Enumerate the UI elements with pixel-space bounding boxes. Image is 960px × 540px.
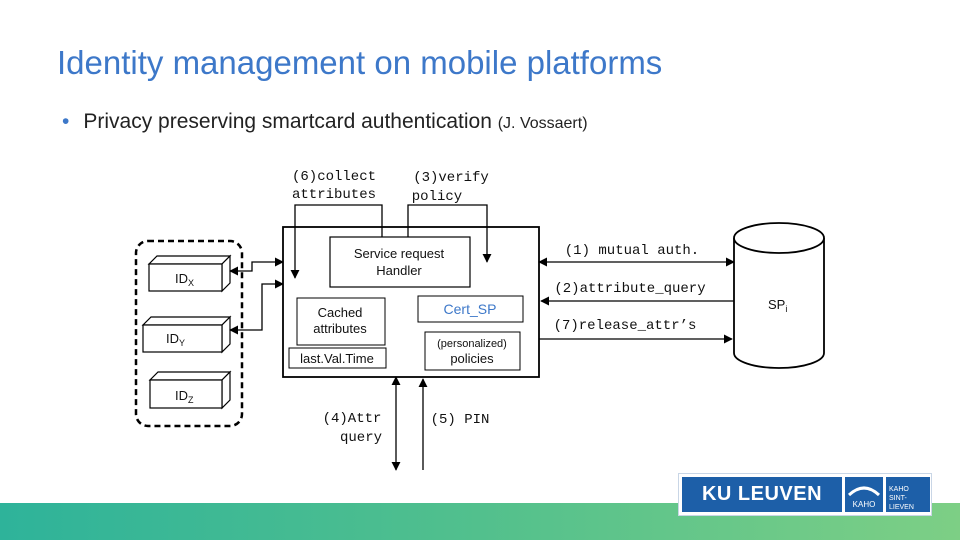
kaho-mark-icon: KAHO (845, 477, 883, 512)
ku-leuven-logo: KU LEUVEN KAHO KAHO SINT-LIEVEN (678, 473, 932, 516)
kaho-text: KAHO SINT-LIEVEN (886, 477, 930, 512)
kaho-line2: SINT-LIEVEN (889, 495, 914, 511)
kaho-line1: KAHO (889, 486, 909, 493)
service-provider-cylinder: SPi (733, 222, 825, 369)
sp-label: SPi (768, 297, 787, 314)
collect-loop-arrow (290, 204, 383, 279)
card-x-connector (229, 257, 284, 276)
collect-label-line2: attributes (292, 187, 376, 203)
verify-loop-arrow (407, 204, 492, 263)
id-x-box: IDX (147, 254, 232, 293)
slide-title: Identity management on mobile platforms (57, 44, 663, 81)
release-attrs-label: (7)release_attr’s (554, 318, 697, 334)
bullet-point: • Privacy preserving smartcard authentica… (62, 110, 588, 134)
id-z-box: IDZ (148, 370, 232, 410)
id-x-label: IDX (175, 271, 194, 288)
cert-sp-box (417, 295, 524, 323)
last-val-time-label: last.Val.Time (300, 351, 374, 366)
id-y-box: IDY (141, 315, 232, 354)
ku-leuven-wordmark: KU LEUVEN (682, 477, 842, 512)
attr-query-label-line2: query (340, 430, 382, 446)
attr-query-label-line1: (4)Attr (323, 411, 382, 427)
collect-label-line1: (6)collect (292, 169, 376, 185)
cached-attributes-box (296, 297, 386, 346)
attribute-query-label: (2)attribute_query (554, 281, 705, 297)
cert-sp-label: Cert_SP (444, 301, 497, 317)
policies-label-line1: (personalized) (437, 338, 507, 350)
verify-label-line1: (3)verify (413, 170, 489, 186)
service-request-handler-box (329, 236, 471, 288)
handler-label-line1: Service request (354, 246, 445, 261)
bullet-icon: • (62, 110, 70, 133)
bullet-text: Privacy preserving smartcard authenticat… (83, 110, 492, 133)
handler-label-line2: Handler (376, 263, 422, 278)
policies-label-line2: policies (450, 351, 494, 366)
last-val-time-box (288, 347, 387, 369)
svg-text:KAHO: KAHO (853, 500, 876, 509)
pin-label: (5) PIN (431, 412, 490, 428)
verify-label-line2: policy (412, 189, 462, 205)
card-y-connector (229, 279, 284, 335)
id-z-label: IDZ (175, 388, 194, 405)
cached-label-line2: attributes (313, 321, 367, 336)
mutual-auth-label: (1) mutual auth. (565, 243, 699, 259)
bullet-author: (J. Vossaert) (497, 115, 588, 132)
cached-label-line1: Cached (318, 305, 363, 320)
id-y-label: IDY (166, 331, 185, 348)
policies-box (424, 331, 521, 371)
